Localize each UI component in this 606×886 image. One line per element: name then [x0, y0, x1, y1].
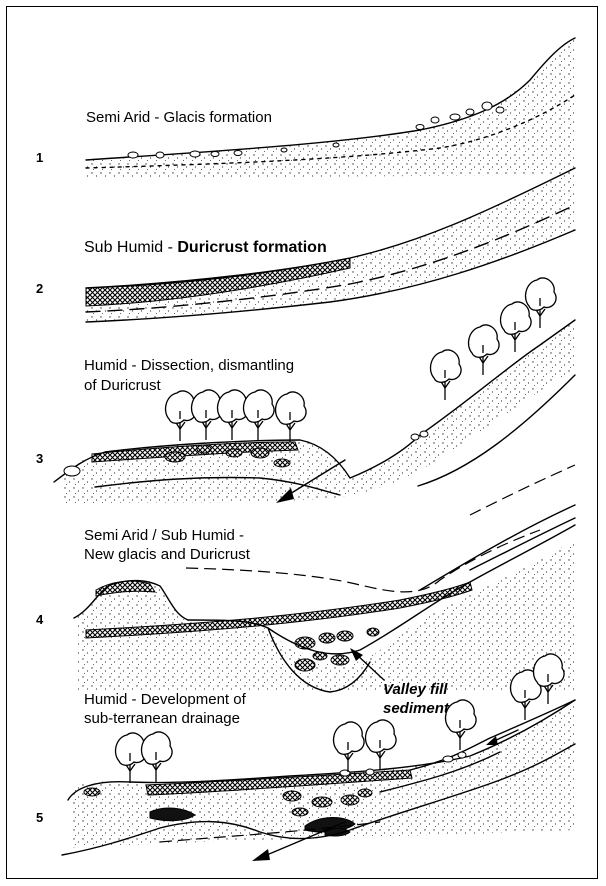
stage-1-section: 1 Semi Arid - Glacis formation — [36, 38, 575, 178]
stage-5-number: 5 — [36, 810, 43, 825]
stage-4-section: 4 Semi Arid / Sub Humid - New glacis and… — [36, 465, 575, 717]
valley-fill-label-line1: Valley fill — [383, 681, 448, 698]
stage-1-number: 1 — [36, 150, 43, 165]
stage-4-title-line2: New glacis and Duricrust — [84, 546, 251, 563]
stage-3-title-line1: Humid - Dissection, dismantling — [84, 357, 294, 374]
stage-2-title: Sub Humid - Duricrust formation — [84, 239, 327, 256]
stage-3-title-line2: of Duricrust — [84, 377, 162, 394]
stage-5-title-line1: Humid - Development of — [84, 691, 247, 708]
stage-2-section: 2 Sub Humid - Duricrust formation — [36, 168, 575, 322]
stage-1-title: Semi Arid - Glacis formation — [86, 109, 272, 126]
stage-2-number: 2 — [36, 281, 43, 296]
stage-4-title-line1: Semi Arid / Sub Humid - — [84, 527, 244, 544]
stage-4-number: 4 — [36, 612, 44, 627]
stage-3-number: 3 — [36, 451, 43, 466]
stage-5-title-line2: sub-terranean drainage — [84, 710, 240, 727]
